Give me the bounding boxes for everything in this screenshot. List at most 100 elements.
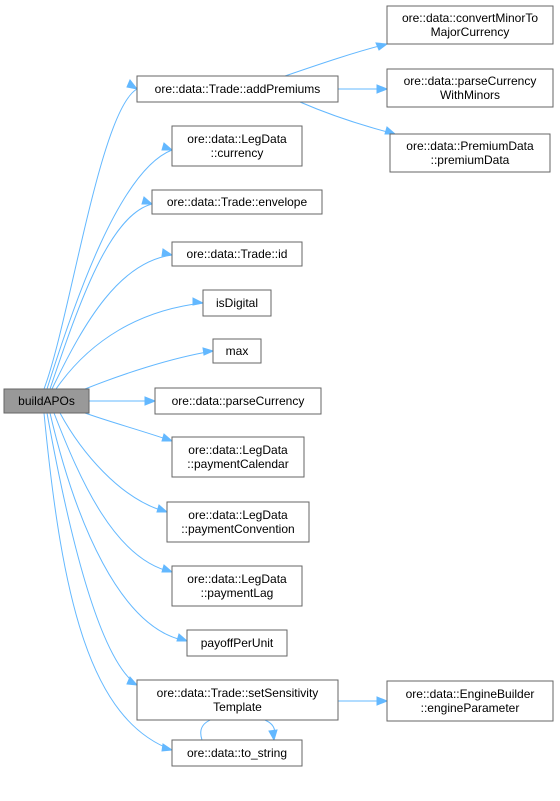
node-box <box>386 5 554 45</box>
node-label-line: ::paymentCalendar <box>187 457 288 471</box>
node-tradeId[interactable]: ore::data::Trade::id <box>171 241 303 267</box>
node-box <box>154 387 322 415</box>
node-premiumData[interactable]: ore::data::PremiumData::premiumData <box>389 133 551 173</box>
node-box <box>171 565 303 607</box>
node-box <box>386 680 554 722</box>
arrow-head <box>268 729 278 742</box>
nodes-layer: buildAPOsore::data::Trade::addPremiumsor… <box>3 5 554 767</box>
edge-line <box>55 302 204 390</box>
arrow-head <box>176 633 189 642</box>
edge-line <box>84 350 214 390</box>
node-label-line: ore::data::convertMinorTo <box>402 11 538 25</box>
node-label-line: ore::data::Trade::id <box>187 247 288 261</box>
edge-line <box>51 254 173 390</box>
edge-line <box>43 412 173 751</box>
node-isDigital[interactable]: isDigital <box>202 289 272 317</box>
node-parseCurrency[interactable]: ore::data::parseCurrency <box>154 387 322 415</box>
edge-line <box>46 149 173 390</box>
edge-line <box>49 412 188 642</box>
arrow-head <box>376 696 389 706</box>
edge-line <box>49 203 153 390</box>
arrow-head <box>202 347 215 356</box>
node-label-line: ore::data::to_string <box>187 746 287 760</box>
node-box <box>389 133 551 173</box>
node-label-line: ore::data::LegData <box>187 132 287 146</box>
edge-build-to-addPremiums <box>43 79 139 390</box>
node-box <box>3 388 90 414</box>
node-paymentCalendar[interactable]: ore::data::LegData::paymentCalendar <box>171 436 305 478</box>
edge-line <box>53 412 173 573</box>
node-label-line: ore::data::LegData <box>187 572 287 586</box>
arrow-head <box>126 79 139 90</box>
arrow-head <box>376 84 389 94</box>
edge-build-to-setSensitivity <box>46 412 139 686</box>
node-legCurrency[interactable]: ore::data::LegData::currency <box>171 125 303 167</box>
node-label-line: ore::data::EngineBuilder <box>406 687 535 701</box>
edge-addPremiums-to-parseCurrencyWithMinors <box>338 84 389 94</box>
node-paymentConvention[interactable]: ore::data::LegData::paymentConvention <box>166 501 310 543</box>
arrow-head <box>375 42 389 51</box>
edge-build-to-payoffPerUnit <box>49 412 189 642</box>
node-label-line: ore::data::Trade::addPremiums <box>155 82 321 96</box>
node-label-line: ::engineParameter <box>421 701 520 715</box>
node-label-line: ore::data::Trade::envelope <box>167 195 308 209</box>
node-label-line: isDigital <box>216 296 258 310</box>
node-addPremiums[interactable]: ore::data::Trade::addPremiums <box>136 75 339 103</box>
node-envelope[interactable]: ore::data::Trade::envelope <box>151 189 323 215</box>
edge-build-to-paymentConvention <box>59 412 169 513</box>
node-box <box>136 679 339 721</box>
arrow-head <box>144 396 157 406</box>
edge-build-to-tradeId <box>51 248 174 390</box>
node-label-line: ore::data::LegData <box>188 443 288 457</box>
edge-build-to-envelope <box>49 196 154 390</box>
node-label-line: max <box>226 344 249 358</box>
arrow-head <box>161 433 174 442</box>
edge-line <box>284 43 388 77</box>
edge-addPremiums-to-premiumData <box>299 101 397 135</box>
node-box <box>136 75 339 103</box>
arrow-head <box>161 743 174 752</box>
node-label-line: Template <box>213 700 262 714</box>
node-box <box>171 739 303 767</box>
edge-line <box>299 101 396 135</box>
node-box <box>386 68 554 108</box>
node-box <box>186 629 288 657</box>
node-box <box>171 125 303 167</box>
edge-addPremiums-to-convertMinor <box>284 42 389 77</box>
edge-line <box>59 412 168 513</box>
edge-build-to-toString <box>43 412 174 752</box>
edge-setSensitivity-to-engineParameter <box>338 696 389 706</box>
node-max[interactable]: max <box>212 338 262 364</box>
edge-build-to-parseCurrency <box>89 396 157 406</box>
node-label-line: ore::data::LegData <box>188 508 288 522</box>
node-label-line: MajorCurrency <box>431 25 510 39</box>
arrow-head <box>384 126 397 135</box>
node-label-line: ::paymentConvention <box>181 522 294 536</box>
node-label-line: payoffPerUnit <box>201 636 274 650</box>
edge-line <box>84 412 173 442</box>
node-box <box>151 189 323 215</box>
node-label-line: ore::data::PremiumData <box>406 139 534 153</box>
node-label-line: ore::data::Trade::setSensitivity <box>157 686 319 700</box>
edge-build-to-max <box>84 347 215 390</box>
edge-build-to-paymentLag <box>53 412 174 573</box>
node-payoffPerUnit[interactable]: payoffPerUnit <box>186 629 288 657</box>
node-box <box>171 241 303 267</box>
node-engineParameter[interactable]: ore::data::EngineBuilder::engineParamete… <box>386 680 554 722</box>
node-label-line: ore::data::parseCurrency <box>172 394 305 408</box>
node-box <box>212 338 262 364</box>
node-paymentLag[interactable]: ore::data::LegData::paymentLag <box>171 565 303 607</box>
node-label-line: WithMinors <box>440 88 500 102</box>
node-build[interactable]: buildAPOs <box>3 388 90 414</box>
edge-line <box>43 88 138 390</box>
edge-line <box>46 412 138 686</box>
arrow-head <box>161 564 174 573</box>
arrow-head <box>192 297 205 306</box>
edge-build-to-legCurrency <box>46 142 174 390</box>
edge-build-to-isDigital <box>55 297 205 390</box>
node-toString[interactable]: ore::data::to_string <box>171 739 303 767</box>
